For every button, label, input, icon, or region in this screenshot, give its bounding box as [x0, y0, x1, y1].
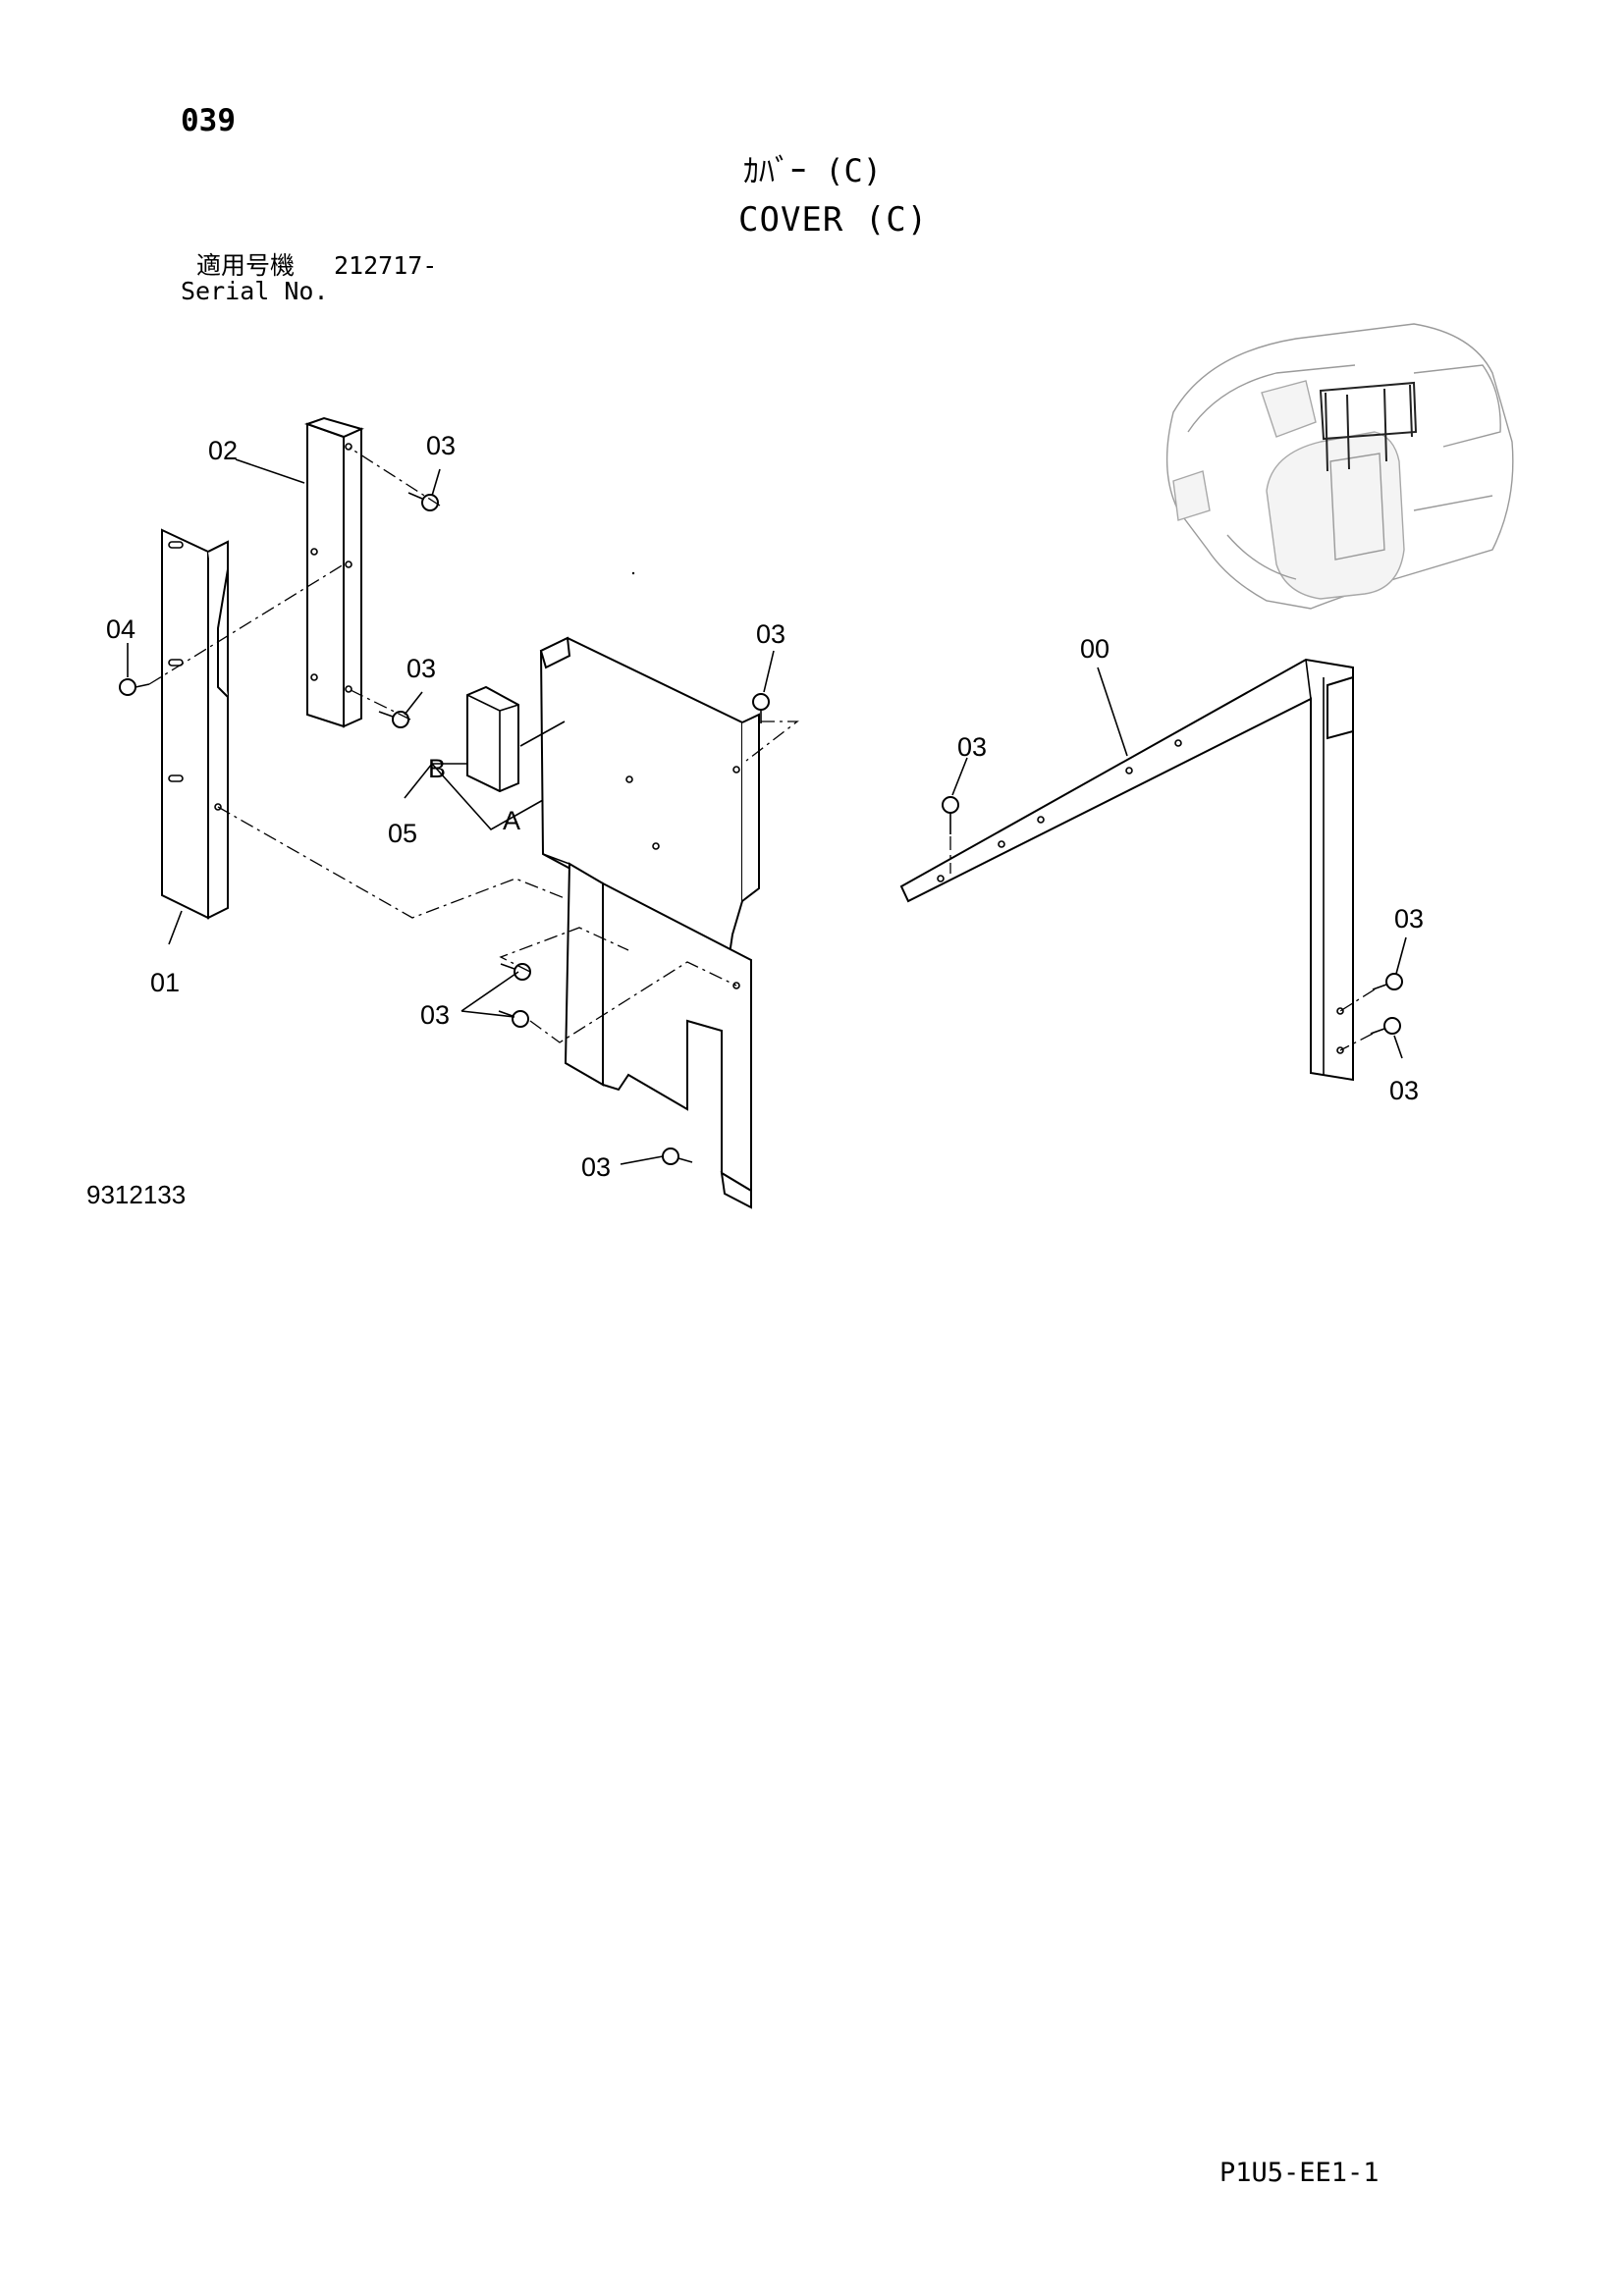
callout-leader-lines: [127, 458, 1407, 1165]
machine-overview-illustration: [1165, 323, 1514, 610]
callout-03: 03: [1389, 1076, 1419, 1105]
serial-label-english: Serial No.: [181, 277, 329, 305]
drawing-number: 9312133: [86, 1180, 187, 1209]
callout-02: 02: [208, 436, 238, 465]
part-02-upper-bracket: [303, 416, 364, 728]
callout-03: 03: [420, 1000, 450, 1030]
serial-number-value: 212717-: [334, 251, 438, 280]
callout-ref-a: A: [503, 806, 520, 835]
callout-03: 03: [756, 619, 785, 649]
bolt-03-mid: [378, 711, 409, 728]
callout-03: 03: [957, 732, 987, 762]
bolt-03-frame: [942, 796, 959, 834]
bolt-03-bottom: [662, 1148, 693, 1165]
document-code: P1U5-EE1-1: [1219, 2158, 1380, 2188]
callout-ref-b: B: [428, 754, 446, 783]
stray-dot: [631, 571, 635, 575]
bolt-03-frame-r2: [1370, 1017, 1401, 1035]
callout-03: 03: [406, 654, 436, 683]
callout-03: 03: [581, 1152, 611, 1182]
serial-label-japanese: 適用号機: [196, 251, 296, 280]
callout-labels: 02 03 04 03 03 B 05 A 01 03 03 00 03 03 …: [106, 431, 1424, 1182]
assembly-dashed-lines: [148, 447, 1376, 1051]
part-01-angle-bracket: [161, 528, 229, 920]
callout-04: 04: [106, 614, 135, 644]
callout-03: 03: [426, 431, 456, 460]
callout-00: 00: [1080, 634, 1110, 664]
part-05-pad: [466, 685, 519, 793]
bolt-03-frame-r1: [1372, 973, 1403, 990]
callout-01: 01: [150, 968, 180, 997]
bolt-03-upper-right: [752, 693, 770, 723]
bolt-03-lower-1: [500, 963, 531, 981]
callout-05: 05: [388, 819, 417, 848]
title-english: COVER (C): [738, 200, 929, 240]
callout-03: 03: [1394, 904, 1424, 934]
main-cover-panel: [539, 636, 760, 1209]
bolt-03-top: [407, 492, 439, 511]
page-number: 039: [181, 103, 236, 138]
title-japanese: ｶﾊﾞｰ (C): [743, 152, 883, 189]
bolt-04: [119, 678, 150, 696]
part-00-main-frame: [899, 658, 1354, 1082]
bolt-03-lower-2: [498, 1010, 529, 1028]
